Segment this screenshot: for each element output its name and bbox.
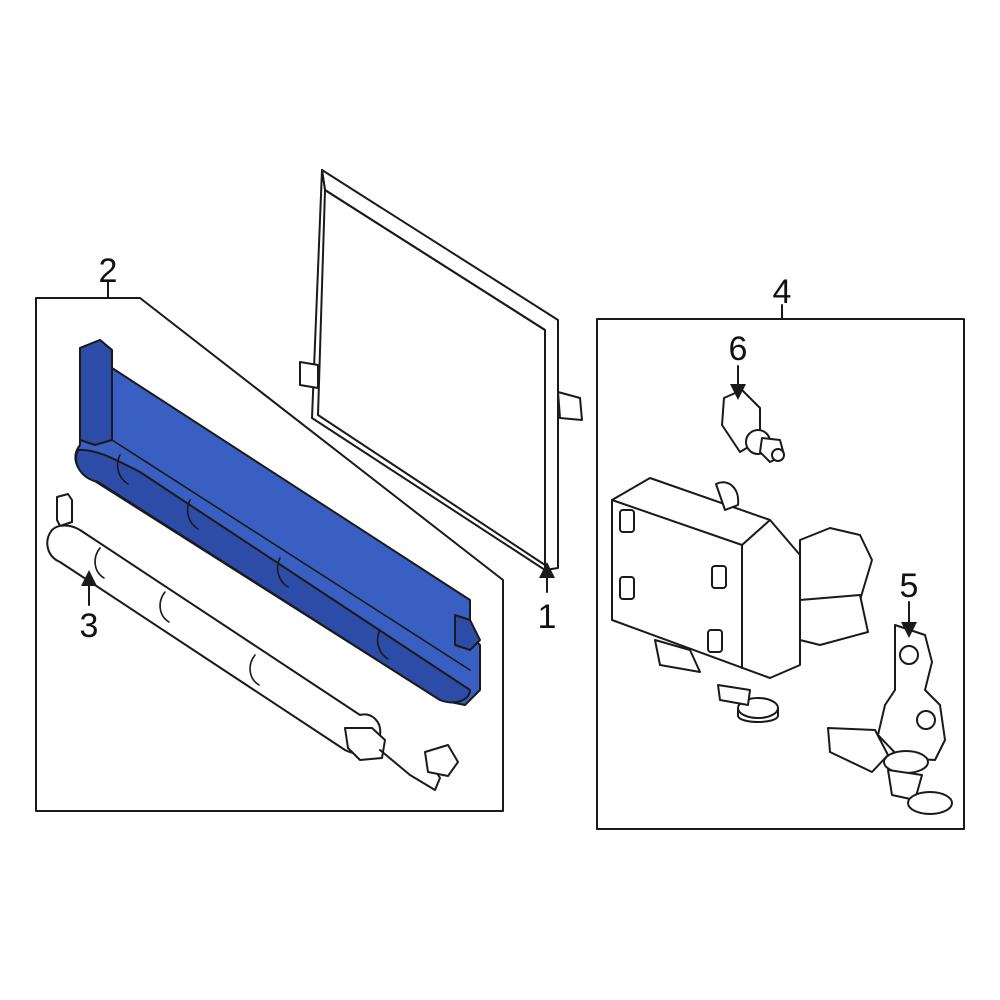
callout-4: 4 [773,273,792,311]
oil-cooler-highlighted[interactable] [74,339,481,706]
sensor-part-6[interactable] [721,389,785,463]
callout-5: 5 [900,567,919,605]
group-box-4 [596,304,965,830]
bracket-part-5[interactable] [827,624,953,815]
group-box-2 [35,281,504,812]
callout-2: 2 [99,252,118,290]
cooler-line-tube[interactable] [46,493,459,791]
callout-1: 1 [538,598,557,636]
radiator-panel[interactable] [299,169,583,571]
callout-6: 6 [729,330,748,368]
callout-leaders [81,365,917,638]
callout-3: 3 [80,607,99,645]
oil-cooler-assembly[interactable] [611,477,873,723]
